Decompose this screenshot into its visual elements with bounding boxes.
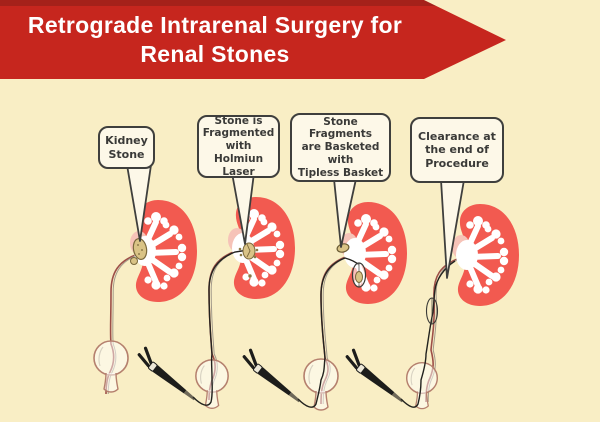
- label-bubble-kidney-stone: Kidney Stone: [98, 126, 155, 169]
- bubble-tail-3: [333, 178, 357, 248]
- bubble-tail-2: [231, 172, 255, 245]
- bladder-icon-1: [93, 340, 129, 393]
- bubble-tail-4: [440, 179, 465, 279]
- label-bubble-clearance: Clearance at the end of Procedure: [410, 117, 504, 183]
- label-bubble-fragmentation: Stone is Fragmented with Holmiun Laser: [197, 115, 280, 178]
- bladder-icon-4: [405, 361, 439, 410]
- kidney-icon-4: [452, 204, 519, 306]
- empty-basket-icon: [425, 297, 439, 325]
- ureteroscope-icon-3: [342, 348, 411, 407]
- title-banner-arrow: Retrograde Intrarenal Surgery for Renal …: [0, 0, 506, 79]
- bubble-tail-1: [126, 164, 152, 242]
- panel-1-illustration: [93, 200, 197, 395]
- label-bubble-basketing: Stone Fragments are Basketed with Tiples…: [290, 113, 391, 182]
- stone-basket-icon: [351, 262, 367, 288]
- title-line-2: Renal Stones: [140, 40, 290, 67]
- ureteroscope-icon-1: [134, 346, 203, 405]
- kidney-stone-icon: [130, 237, 148, 265]
- page-title: Retrograde Intrarenal Surgery for Renal …: [0, 0, 430, 79]
- scope-wire-3: [297, 257, 360, 408]
- title-line-1: Retrograde Intrarenal Surgery for: [27, 11, 403, 38]
- scope-wire-2: [192, 249, 249, 406]
- procedure-illustration: [93, 164, 600, 411]
- kidney-icon-2: [228, 197, 295, 299]
- panel-3-illustration: [239, 202, 407, 411]
- stone-fragments-icon: [238, 242, 259, 278]
- scope-wire-4: [400, 260, 456, 408]
- ureteroscope-icon-2: [239, 348, 308, 407]
- kidney-icon-3: [340, 202, 407, 304]
- panel-4-illustration: [342, 204, 519, 410]
- panel-2-illustration: [134, 197, 295, 410]
